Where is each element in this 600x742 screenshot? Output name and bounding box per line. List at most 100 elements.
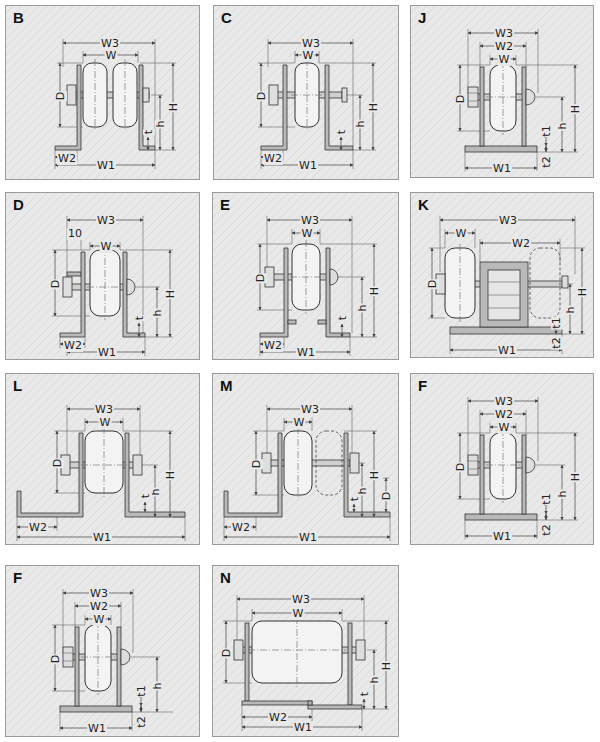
dimension-label: W1 — [87, 723, 107, 735]
dimension-label: t — [336, 129, 348, 135]
dimension-label: H — [168, 102, 180, 112]
dimension-label: W1 — [296, 347, 316, 359]
dimension-label: W3 — [494, 396, 514, 408]
dimension-label: D — [255, 273, 267, 283]
dimension-label: W — [302, 50, 315, 62]
dimension-label: W2 — [63, 340, 83, 352]
caster-drawing — [212, 565, 399, 737]
dimension-label: W1 — [298, 532, 318, 544]
dimension-label: h — [355, 120, 367, 129]
dimension-label: 10 — [67, 228, 83, 240]
dimension-label: t1 — [541, 124, 553, 137]
dimension-label: t — [140, 493, 152, 499]
dimension-label: W3 — [291, 594, 311, 606]
dimension-label: h — [357, 487, 369, 496]
dimension-label: W2 — [89, 601, 109, 613]
drawing-panel: DW310WDHhtW2W1 — [5, 192, 200, 360]
dimension-label: t1 — [551, 316, 563, 329]
dimension-label: h — [357, 304, 369, 313]
panel-letter: J — [418, 9, 426, 27]
dimension-label: D — [251, 459, 263, 469]
caster-drawing — [213, 5, 399, 180]
dimension-label: W2 — [57, 153, 77, 165]
panel-letter: E — [220, 196, 230, 214]
dimension-label: D — [221, 648, 233, 658]
drawing-panel: MW3WDhHtDW2W1 — [212, 373, 399, 545]
dimension-label: W3 — [94, 404, 114, 416]
dimension-label: W3 — [300, 215, 320, 227]
dimension-label: t — [349, 496, 361, 502]
dimension-label: W1 — [492, 531, 512, 543]
dimension-label: W — [105, 50, 118, 62]
dimension-label: W — [498, 54, 511, 66]
drawing-panel: EW3WDHhtW2W1 — [212, 192, 399, 360]
caster-drawing — [410, 373, 594, 545]
dimension-label: W3 — [498, 215, 518, 227]
dimension-label: W3 — [96, 215, 116, 227]
dimension-label: h — [369, 676, 381, 685]
dimension-label: H — [369, 470, 381, 480]
dimension-label: t2 — [541, 155, 553, 168]
panel-letter: F — [418, 377, 427, 395]
drawing-panel: FW3W2WDHht1t2W1 — [410, 373, 594, 545]
caster-drawing — [5, 192, 200, 360]
caster-drawing — [212, 192, 399, 360]
dimension-label: D — [381, 491, 393, 501]
caster-drawing — [5, 5, 200, 180]
caster-drawing — [212, 373, 399, 545]
dimension-label: W — [293, 417, 306, 429]
dimension-label: D — [455, 462, 467, 472]
dimension-label: D — [50, 279, 62, 289]
dimension-label: h — [557, 490, 569, 499]
dimension-label: W — [100, 241, 113, 253]
dimension-label: W1 — [492, 163, 512, 175]
dimension-label: t — [359, 691, 371, 697]
dimension-label: H — [165, 289, 177, 299]
dimension-label: H — [369, 286, 381, 296]
dimension-label: t — [143, 129, 155, 135]
drawing-panel: KW3WW2DhHt1t2W1 — [410, 192, 594, 358]
panel-letter: N — [220, 569, 231, 587]
dimension-label: D — [52, 458, 64, 468]
drawing-panel: JW3W2WDHht1t2W1 — [410, 5, 594, 178]
dimension-label: W2 — [263, 153, 283, 165]
drawing-panel: LW3WDhHtW2W1 — [5, 373, 200, 545]
dimension-label: h — [152, 682, 164, 691]
dimension-label: W — [99, 417, 112, 429]
panel-letter: M — [220, 377, 233, 395]
panel-letter: B — [13, 9, 24, 27]
panel-letter: D — [13, 196, 24, 214]
dimension-label: H — [570, 104, 582, 114]
dimension-label: D — [427, 279, 439, 289]
dimension-label: D — [256, 91, 268, 101]
drawing-panel: FW3W2WDht1t2W1 — [5, 565, 200, 737]
dimension-label: H — [368, 102, 380, 112]
dimension-label: W1 — [298, 160, 318, 172]
panel-letter: K — [418, 196, 429, 214]
dimension-label: h — [565, 306, 577, 315]
dimension-label: W — [292, 608, 305, 620]
dimension-label: W2 — [494, 409, 514, 421]
dimension-label: W1 — [92, 532, 112, 544]
dimension-label: t2 — [551, 336, 563, 349]
drawing-panel: CW3WDHhtW2W1 — [213, 5, 399, 180]
dimension-label: H — [577, 287, 589, 297]
caster-drawing — [5, 373, 200, 545]
dimension-label: t — [134, 315, 146, 321]
dimension-label: W — [301, 228, 314, 240]
dimension-label: D — [50, 654, 62, 664]
dimension-label: W2 — [263, 340, 283, 352]
dimension-label: W2 — [511, 238, 531, 250]
dimension-label: W2 — [231, 522, 251, 534]
dimension-label: W2 — [28, 522, 48, 534]
dimension-label: W2 — [494, 41, 514, 53]
dimension-label: t2 — [136, 715, 148, 728]
dimension-label: H — [381, 661, 393, 671]
drawing-panel: BW3WDHhtW2W1 — [5, 5, 200, 180]
dimension-label: W — [498, 422, 511, 434]
dimension-label: t2 — [541, 523, 553, 536]
dimension-label: t1 — [136, 684, 148, 697]
dimension-label: W3 — [100, 38, 120, 50]
